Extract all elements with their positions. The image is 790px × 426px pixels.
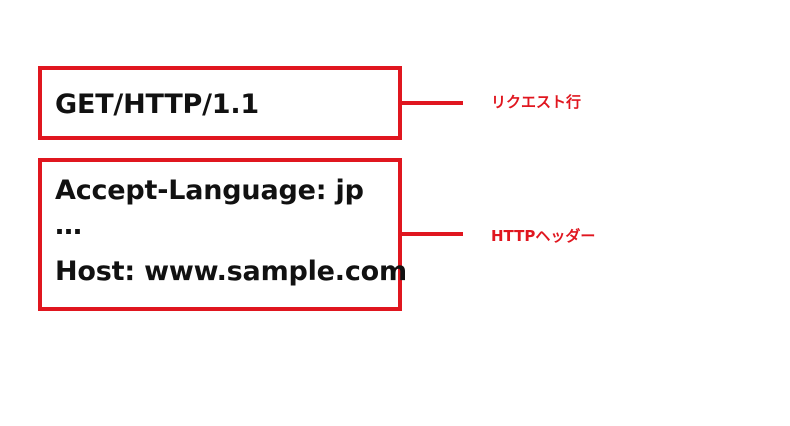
ellipsis-text: … [55,210,82,241]
http-header-label: HTTPヘッダー [491,227,596,245]
accept-language-text: Accept-Language: jp [55,175,364,206]
request-line-label: リクエスト行 [491,93,582,111]
request-line-connector [401,101,463,105]
http-header-box: Accept-Language: jp … Host: www.sample.c… [38,158,407,311]
request-line-box: GET/HTTP/1.1 [38,66,402,140]
http-header-connector [401,232,463,236]
host-text: Host: www.sample.com [55,256,407,287]
request-line-text: GET/HTTP/1.1 [55,89,260,120]
